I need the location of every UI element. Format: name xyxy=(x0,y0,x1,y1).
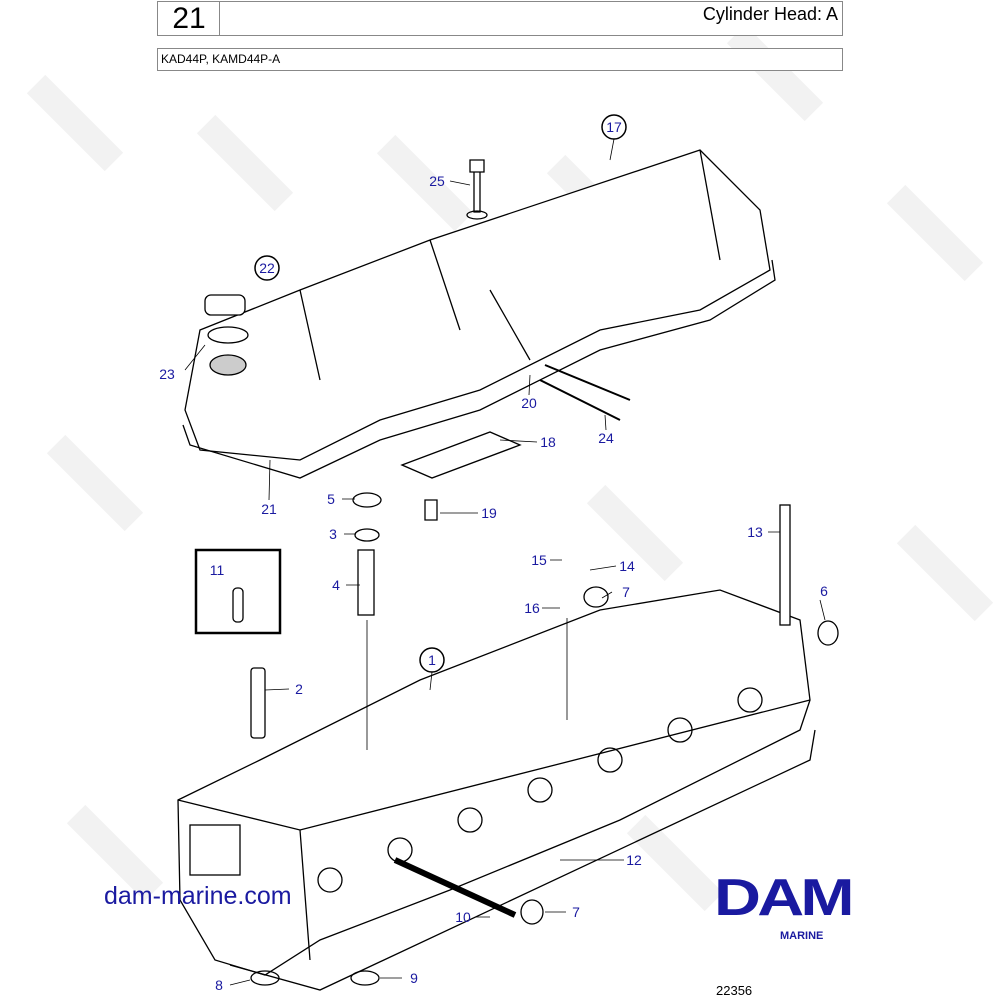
end-port xyxy=(189,824,241,876)
watermark-mark xyxy=(586,484,684,582)
callout-9: 9 xyxy=(410,970,418,986)
watermark-mark xyxy=(896,524,994,622)
bolt xyxy=(424,499,438,521)
dowel-pin xyxy=(232,587,244,623)
callout-circle xyxy=(254,255,280,281)
seal-ring xyxy=(350,970,380,986)
callout-6: 6 xyxy=(820,583,828,599)
callout-12: 12 xyxy=(626,852,642,868)
callout-5: 5 xyxy=(327,491,335,507)
plug xyxy=(583,586,609,608)
callout-circle xyxy=(601,114,627,140)
callout-1: 1 xyxy=(428,652,436,668)
figure-number: 22356 xyxy=(716,983,753,998)
callout-3: 3 xyxy=(329,526,337,542)
callout-25: 25 xyxy=(429,173,445,189)
callout-11: 11 xyxy=(210,562,225,578)
breather-hose xyxy=(539,364,631,421)
oil-filler-cap xyxy=(204,294,246,316)
port-holes xyxy=(317,687,763,893)
group-number: 21 xyxy=(157,1,221,36)
valve-cover xyxy=(184,149,771,461)
dowel xyxy=(393,857,517,918)
dowel-pin-box xyxy=(194,548,282,635)
watermark-mark xyxy=(626,814,724,912)
cylinder-head-gasket xyxy=(229,729,816,991)
dam-logo: DAM xyxy=(714,869,855,927)
oil-filler-neck xyxy=(209,354,247,376)
injector-sleeve xyxy=(357,549,375,616)
callout-14: 14 xyxy=(619,558,635,574)
callout-circle xyxy=(419,647,445,673)
cylinder-head-edges xyxy=(177,699,811,961)
callout-13: 13 xyxy=(747,524,763,540)
seal-ring xyxy=(354,528,380,542)
callout-2: 2 xyxy=(295,681,303,697)
callouts: 17 25 22 23 20 24 18 21 5 19 3 4 11 13 1… xyxy=(159,114,828,993)
callout-17: 17 xyxy=(606,119,622,135)
page-title: Cylinder Head: A xyxy=(702,4,838,24)
watermark-mark xyxy=(376,134,474,232)
oil-filler-seal xyxy=(207,326,249,344)
website-link[interactable]: dam-marine.com xyxy=(104,882,292,910)
plug xyxy=(817,620,839,646)
bolt xyxy=(469,159,485,213)
callout-7: 7 xyxy=(622,584,630,600)
callout-8: 8 xyxy=(215,977,223,993)
watermark-mark xyxy=(26,74,124,172)
washer xyxy=(466,210,488,220)
watermark-mark xyxy=(66,804,164,902)
plug xyxy=(520,899,544,925)
callout-24: 24 xyxy=(598,430,614,446)
watermark-mark xyxy=(46,434,144,532)
model-box: KAD44P, KAMD44P-A xyxy=(157,48,843,71)
seal-ring xyxy=(250,970,280,986)
callout-23: 23 xyxy=(159,366,175,382)
logo-subtext: MARINE xyxy=(780,930,824,942)
valve-cover-ribs xyxy=(299,149,721,381)
leader-lines xyxy=(184,138,826,986)
callout-21: 21 xyxy=(261,501,277,517)
long-bolt xyxy=(779,504,791,626)
callout-18: 18 xyxy=(540,434,556,450)
watermark-mark xyxy=(196,114,294,212)
valve-guide xyxy=(250,667,266,739)
callout-16: 16 xyxy=(524,600,540,616)
callout-7: 7 xyxy=(572,904,580,920)
cover-plate xyxy=(400,431,522,479)
callout-20: 20 xyxy=(521,395,537,411)
title-box: Cylinder Head: A xyxy=(219,1,843,36)
callout-19: 19 xyxy=(481,505,497,521)
callout-10: 10 xyxy=(455,909,471,925)
seal-ring xyxy=(352,492,382,508)
callout-15: 15 xyxy=(531,552,547,568)
model-list: KAD44P, KAMD44P-A xyxy=(161,52,281,66)
valve-cover-gasket xyxy=(182,259,776,479)
callout-22: 22 xyxy=(259,260,275,276)
callout-4: 4 xyxy=(332,577,340,593)
watermark-mark xyxy=(886,184,984,282)
